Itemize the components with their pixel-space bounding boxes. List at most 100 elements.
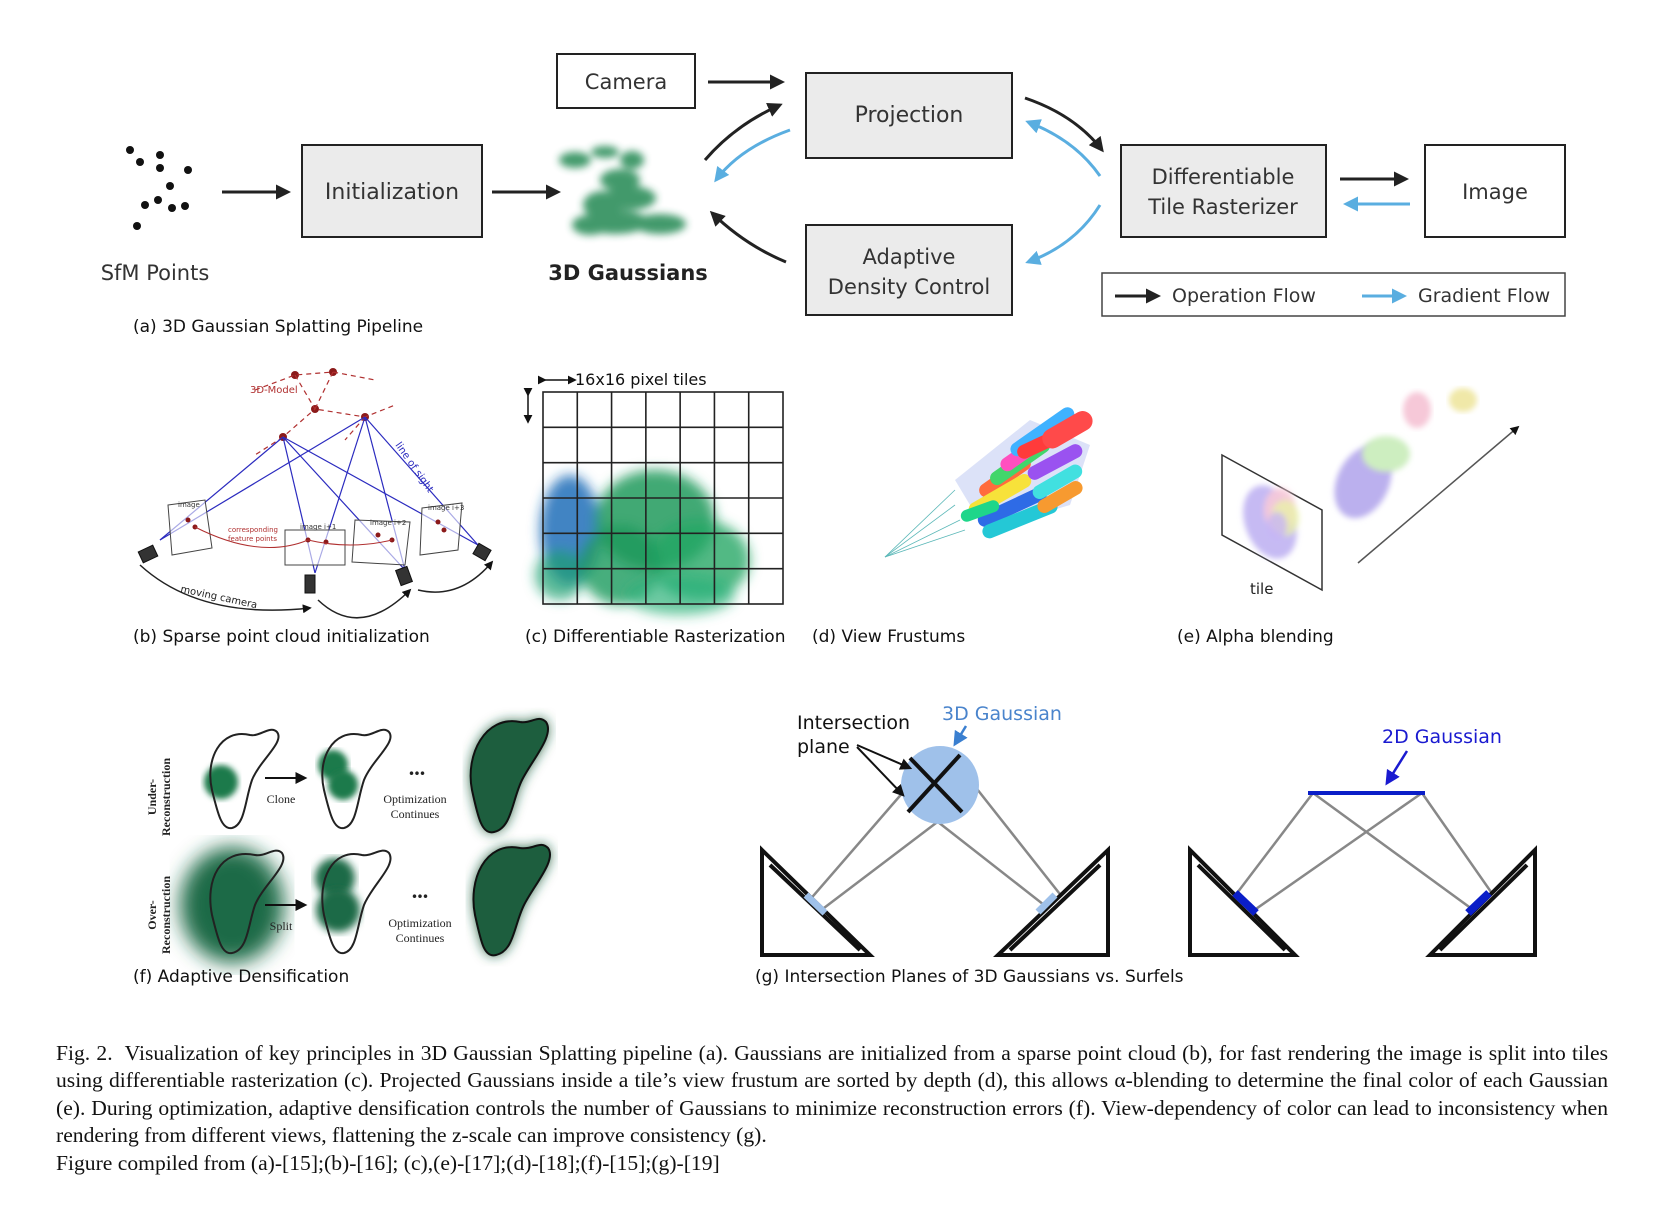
intersection-plane-2	[906, 753, 962, 814]
figure-caption-prefix: Fig. 2.	[56, 1041, 113, 1065]
correspondence-curve	[194, 526, 393, 548]
left-cam1-projection	[803, 892, 828, 916]
intersection-pointer-2	[856, 746, 905, 797]
moving-camera-arrow	[139, 564, 312, 614]
split-label: Split	[270, 919, 293, 933]
tiles-label: 16x16 pixel tiles	[575, 370, 707, 389]
depth-ray-arrow	[1357, 425, 1520, 564]
rasterizer-label-line2: Tile Rasterizer	[1147, 195, 1298, 219]
corresponding-label-1: corresponding	[228, 526, 278, 534]
adc-label-line2: Density Control	[828, 275, 990, 299]
gradient-rasterizer-to-projection	[1025, 119, 1102, 177]
rasterizer-label-line1: Differentiable	[1152, 165, 1295, 189]
panel-c-caption: (c) Differentiable Rasterization	[525, 627, 786, 647]
under-ellipsis: ...	[409, 755, 426, 780]
over-stage-1	[180, 847, 285, 963]
image-label: Image	[1462, 180, 1528, 204]
intersection-label-2: plane	[797, 736, 850, 758]
legend-operation-label: Operation Flow	[1172, 285, 1316, 307]
panel-b-caption: (b) Sparse point cloud initialization	[133, 627, 430, 647]
gaussian3d-pointer	[953, 725, 968, 747]
under-opt-1: Optimization	[383, 792, 446, 806]
figure-caption-text: Visualization of key principles in 3D Ga…	[56, 1041, 1608, 1148]
tile-grid-lines	[543, 392, 783, 604]
image-label-i3: image i+3	[428, 504, 464, 512]
frustum-lines	[884, 489, 966, 558]
panel-f-caption: (f) Adaptive Densification	[133, 967, 349, 987]
adaptive-density-control-box	[805, 224, 1013, 316]
camera-box	[556, 53, 696, 109]
left-camera-frustum-2	[993, 845, 1110, 957]
panel-a-caption: (a) 3D Gaussian Splatting Pipeline	[133, 317, 423, 337]
moving-camera-arrow-3	[417, 560, 494, 593]
camera-icons	[137, 542, 492, 594]
moving-camera-label: moving camera	[179, 584, 258, 611]
gaussian-green	[1362, 436, 1410, 472]
frustum-bundle	[955, 407, 1093, 539]
gaussian2d-label: 2D Gaussian	[1382, 726, 1502, 748]
camera-label: Camera	[585, 70, 667, 94]
clone-label: Clone	[267, 792, 296, 806]
over-label-2: Reconstruction	[159, 876, 173, 954]
image-label-i1: image i+1	[300, 523, 336, 531]
gaussian-yellow	[1449, 388, 1477, 412]
panel-b-sparse-point-cloud: 3D-Model line of sight image image i+1 i…	[133, 368, 494, 647]
model-dashed-lines	[254, 371, 396, 456]
model-label: 3D-Model	[250, 385, 298, 396]
arrow-projection-to-rasterizer	[1024, 96, 1104, 153]
panel-d-view-frustums: (d) View Frustums	[812, 407, 1093, 647]
panel-f-adaptive-densification: Under- Reconstruction Over- Reconstructi…	[133, 717, 551, 987]
panel-e-alpha-blending: tile (e) Alpha blending	[1177, 388, 1520, 647]
sfm-points-label: SfM Points	[101, 261, 210, 285]
intersection-label-1: Intersection	[797, 712, 910, 734]
under-stage-2	[318, 728, 392, 830]
over-ellipsis: ...	[412, 878, 429, 903]
arrow-gaussians-to-projection	[703, 103, 783, 161]
tile-label: tile	[1250, 580, 1273, 598]
figure-caption: Fig. 2. Visualization of key principles …	[56, 1040, 1608, 1177]
gaussian-pink	[1403, 392, 1431, 428]
gaussian3d-label: 3D Gaussian	[942, 703, 1062, 725]
under-stage-3	[469, 717, 549, 834]
gaussian2d-pointer	[1385, 750, 1409, 786]
over-label-1: Over-	[145, 900, 159, 930]
over-opt-1: Optimization	[388, 916, 451, 930]
intersection-pointer-1	[856, 744, 913, 770]
under-label-2: Reconstruction	[159, 758, 173, 836]
adc-label-line1: Adaptive	[863, 245, 956, 269]
right-cam2-projection	[1465, 890, 1492, 916]
right-cam1-projection	[1232, 890, 1259, 916]
image-label-i2: image i+2	[370, 519, 406, 527]
over-opt-2: Continues	[396, 931, 445, 945]
projection-label: Projection	[855, 103, 964, 128]
line-of-sight-label: line of sight	[393, 440, 436, 494]
image-label-i: image	[178, 501, 200, 509]
moving-camera-arrow-2	[317, 588, 412, 619]
gaussians-label: 3D Gaussians	[548, 261, 708, 285]
panel-g-intersection-planes: Intersection plane 3D Gaussian 2D Gaussi…	[755, 703, 1537, 987]
gaussians-cluster-icon	[559, 146, 686, 235]
under-stage-1	[204, 728, 280, 830]
image-plane-labels: image image i+1 image i+2 image i+3	[178, 501, 464, 531]
panel-a-pipeline: SfM Points Initialization 3D Gaussians C…	[101, 53, 1566, 337]
rasterized-gaussians	[535, 470, 750, 615]
rasterizer-box	[1120, 144, 1327, 238]
panel-d-caption: (d) View Frustums	[812, 627, 965, 647]
under-label-1: Under-	[145, 779, 159, 815]
image-box	[1424, 144, 1566, 238]
flow-legend	[1101, 272, 1566, 317]
sfm-points-icon	[126, 146, 192, 230]
over-stage-2	[315, 849, 392, 955]
initialization-label: Initialization	[325, 180, 459, 205]
projection-box	[805, 72, 1013, 159]
initialization-box	[301, 144, 483, 238]
panel-c-rasterization: 16x16 pixel tiles (c) Differentiable Ras…	[523, 370, 786, 647]
gradient-projection-to-gaussians	[714, 128, 791, 183]
model-points	[279, 368, 369, 441]
under-opt-2: Continues	[391, 807, 440, 821]
corresponding-label-2: feature points	[228, 535, 277, 543]
gradient-rasterizer-to-adc	[1025, 204, 1102, 265]
projected-gaussians	[1243, 485, 1299, 559]
over-stage-3	[472, 843, 551, 957]
